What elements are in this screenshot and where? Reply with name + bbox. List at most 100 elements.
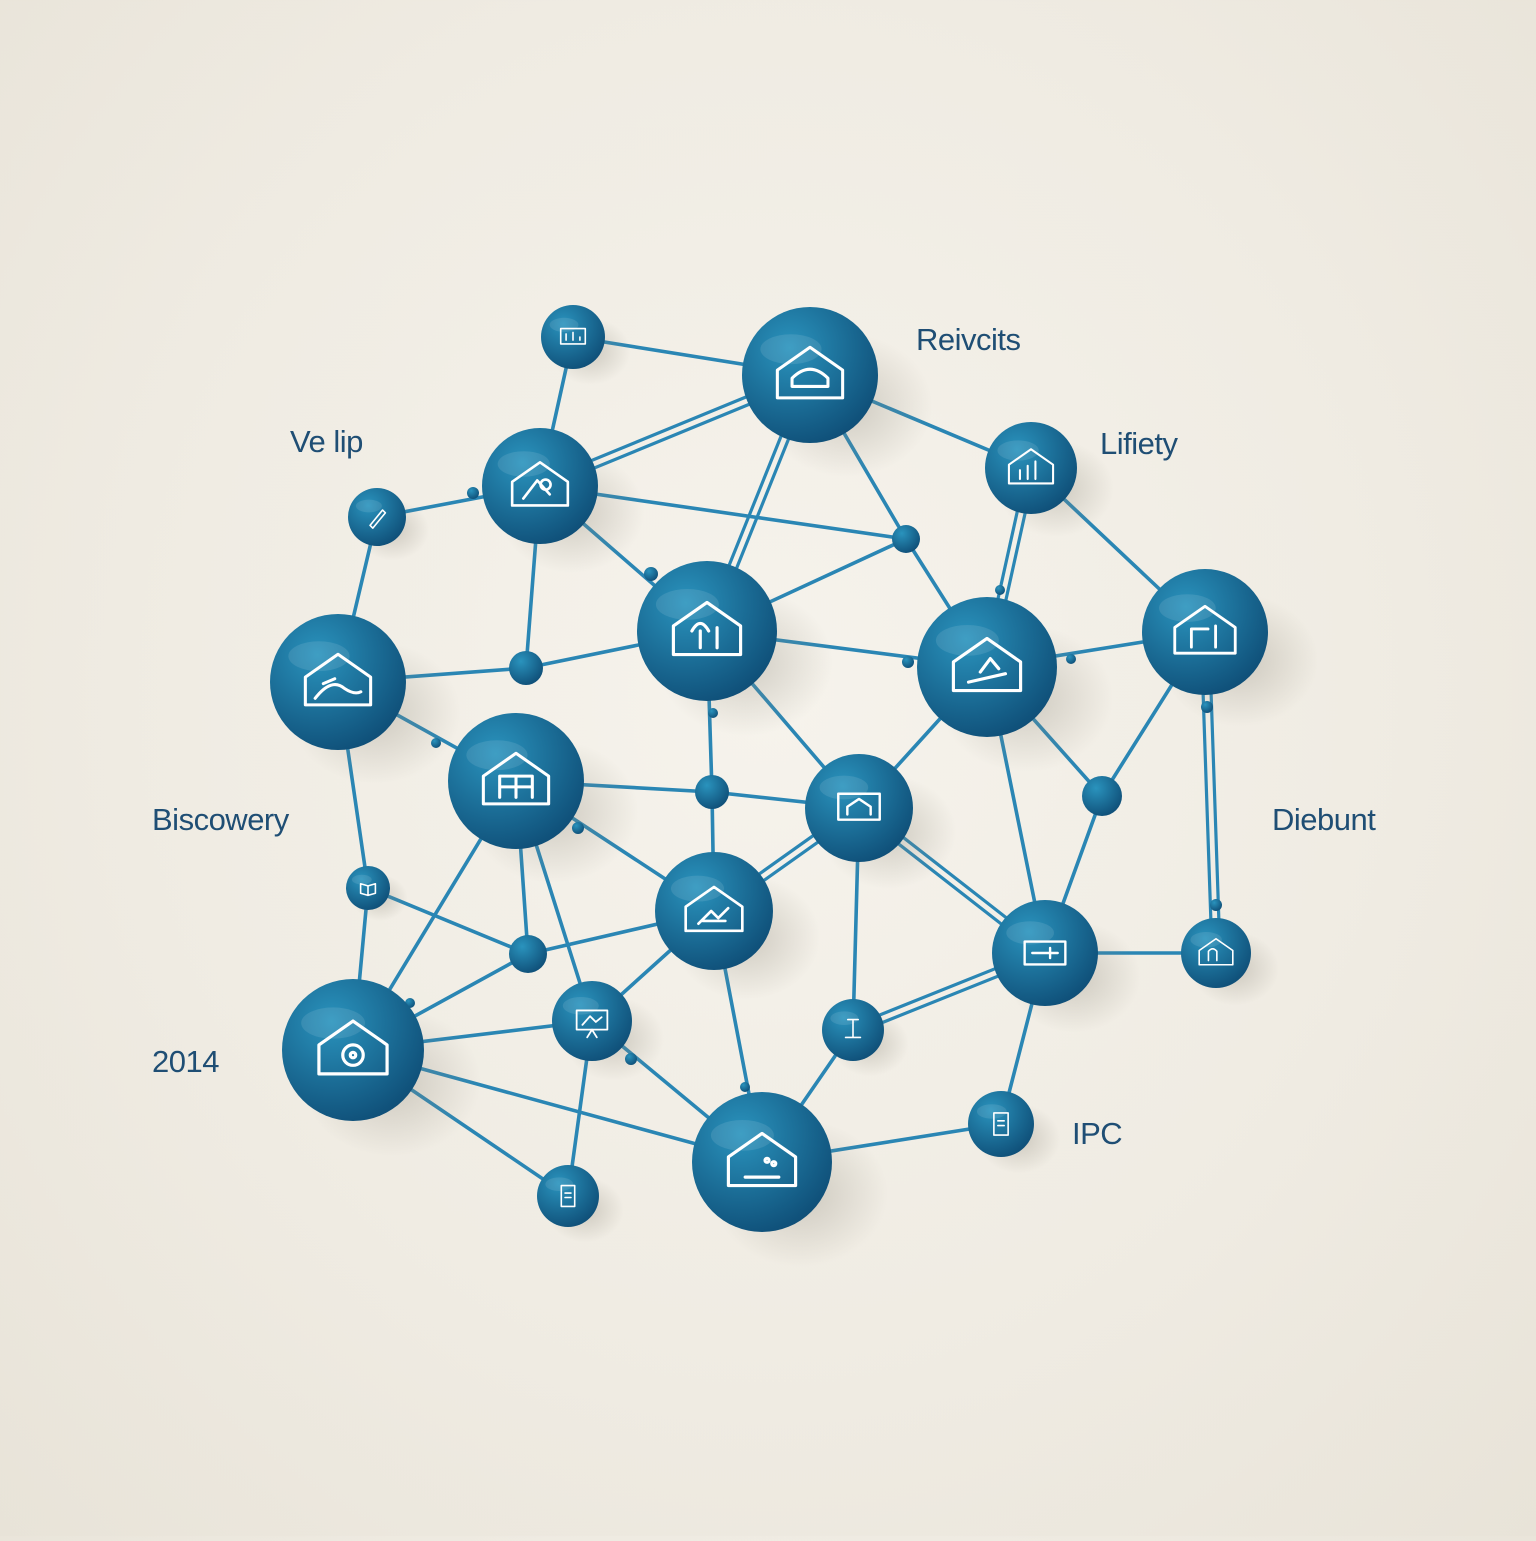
- label-reivcits: Reivcits: [916, 322, 1021, 357]
- house-grid-icon: [481, 751, 551, 806]
- node-n21: [346, 866, 390, 910]
- node-n11: [348, 488, 406, 546]
- node-highlight: [466, 740, 528, 771]
- node-n5: [637, 561, 777, 701]
- node-circle: [270, 614, 406, 750]
- house-dots-icon: [726, 1131, 798, 1188]
- label-ipc: IPC: [1072, 1116, 1123, 1151]
- node-highlight: [351, 874, 372, 885]
- node-n13: [655, 852, 773, 970]
- node-highlight: [545, 1177, 574, 1192]
- junction-dot: [572, 822, 584, 834]
- node-circle: [985, 422, 1077, 514]
- node-n1: [541, 305, 605, 369]
- node-n18: [692, 1092, 832, 1232]
- node-circle: [282, 979, 424, 1121]
- node-n19: [537, 1165, 599, 1227]
- node-highlight: [1159, 594, 1216, 622]
- node-n15: [1181, 918, 1251, 988]
- book-icon: [359, 882, 377, 897]
- node-circle: [692, 1092, 832, 1232]
- node-highlight: [1190, 932, 1222, 948]
- house-sign-icon: [1173, 604, 1237, 655]
- house-landscape-icon: [510, 461, 570, 507]
- junction-dot: [1210, 899, 1222, 911]
- node-highlight: [670, 875, 725, 902]
- junction-dot: [995, 585, 1005, 595]
- node-circle: [655, 852, 773, 970]
- node-n4: [985, 422, 1077, 514]
- label-biscowery: Biscowery: [152, 802, 289, 837]
- tool-icon: [844, 1018, 862, 1039]
- device-icon: [560, 1184, 576, 1208]
- junction-dot: [708, 708, 718, 718]
- slider-icon: [1023, 940, 1067, 966]
- node-circle: [537, 1165, 599, 1227]
- junction-dot: [625, 1053, 637, 1065]
- junction-dot: [509, 935, 547, 973]
- junction-dot: [1201, 701, 1213, 713]
- node-n6: [917, 597, 1057, 737]
- node-highlight: [355, 499, 382, 513]
- junction-dot: [467, 487, 479, 499]
- nodes-layer: [270, 305, 1268, 1232]
- junction-dot: [740, 1082, 750, 1092]
- node-circle: [742, 307, 878, 443]
- node-highlight: [497, 451, 550, 477]
- junction-dot: [509, 651, 543, 685]
- label-ve-lip: Ve lip: [290, 424, 363, 459]
- node-n7: [1142, 569, 1268, 695]
- node-n9: [448, 713, 584, 849]
- junction-dot: [902, 656, 914, 668]
- junction-dot: [644, 567, 658, 581]
- label-lifiety: Lifiety: [1100, 426, 1178, 461]
- node-n10: [805, 754, 913, 862]
- junction-dot: [1066, 654, 1076, 664]
- house-circle-icon: [317, 1019, 389, 1076]
- node-highlight: [655, 589, 719, 620]
- node-highlight: [562, 997, 599, 1015]
- node-circle: [1142, 569, 1268, 695]
- node-circle: [917, 597, 1057, 737]
- node-n3: [482, 428, 598, 544]
- node-n12: [282, 979, 424, 1121]
- house-worker-icon: [951, 636, 1023, 693]
- node-n17: [822, 999, 884, 1061]
- monitor-house-icon: [837, 792, 881, 821]
- node-highlight: [830, 1011, 859, 1026]
- house-doc-icon: [684, 885, 744, 933]
- junction-dot: [431, 738, 441, 748]
- node-highlight: [301, 1007, 366, 1039]
- node-circle: [805, 754, 913, 862]
- junction-dot: [1082, 776, 1122, 816]
- node-n2: [742, 307, 878, 443]
- node-n20: [968, 1091, 1034, 1157]
- pen-icon: [369, 509, 387, 529]
- node-highlight: [288, 641, 350, 672]
- junction-dot: [892, 525, 920, 553]
- node-highlight: [935, 625, 999, 656]
- node-circle: [1181, 918, 1251, 988]
- label-2014: 2014: [152, 1044, 219, 1079]
- junction-dot: [695, 775, 729, 809]
- node-circle: [968, 1091, 1034, 1157]
- node-highlight: [997, 440, 1039, 461]
- node-highlight: [1006, 921, 1055, 945]
- easel-icon: [575, 1009, 609, 1039]
- chart-window-icon: [559, 327, 587, 345]
- house-tree-icon: [671, 600, 743, 657]
- house-bars-icon: [1007, 448, 1055, 485]
- node-n8: [270, 614, 406, 750]
- node-highlight: [976, 1104, 1007, 1119]
- house-hook-icon: [1198, 937, 1234, 966]
- house-car-icon: [775, 345, 845, 400]
- node-highlight: [760, 334, 822, 365]
- node-highlight: [549, 317, 579, 332]
- node-n14: [992, 900, 1098, 1006]
- node-highlight: [819, 775, 869, 800]
- node-n16: [552, 981, 632, 1061]
- label-diebunt: Diebunt: [1272, 802, 1376, 837]
- node-highlight: [710, 1120, 774, 1151]
